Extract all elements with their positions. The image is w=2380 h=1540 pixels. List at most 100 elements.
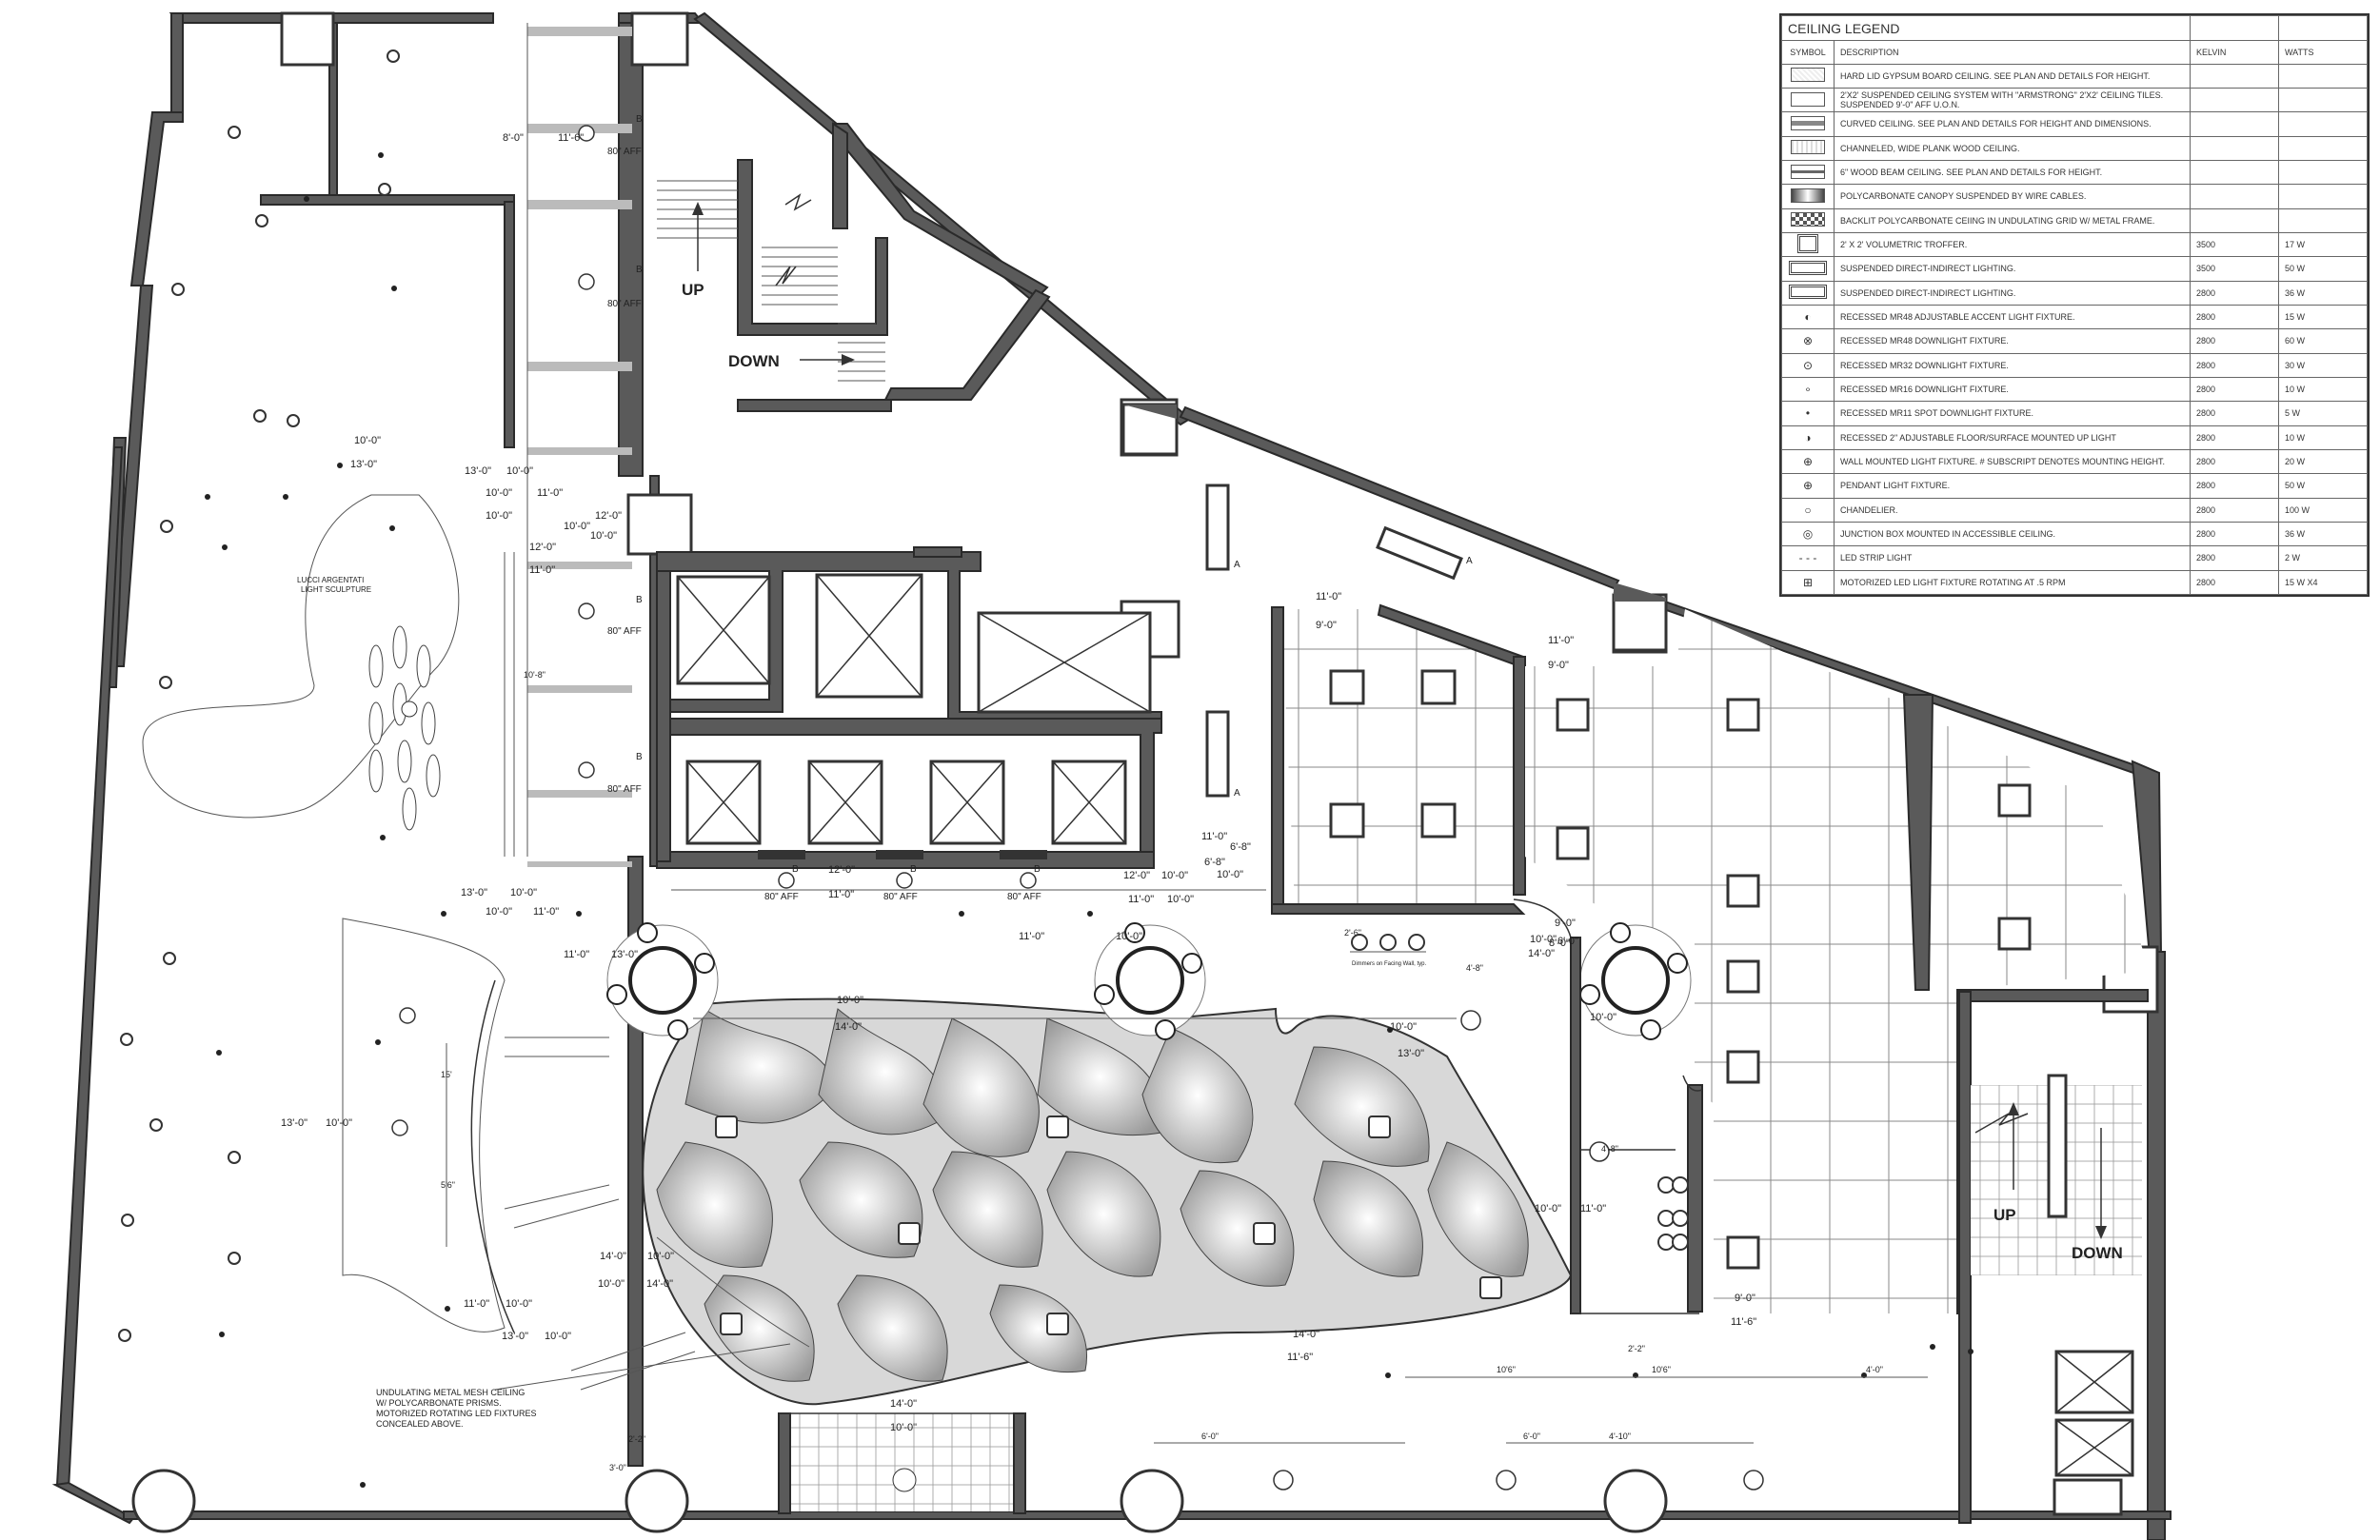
legend-kelvin: 3500 [2190,231,2279,258]
legend-row: HARD LID GYPSUM BOARD CEILING. SEE PLAN … [1781,63,2368,89]
legend-kelvin [2190,135,2279,161]
sculpture-label-1: LUCCI ARGENTATI [297,576,364,584]
svg-text:9'-0": 9'-0" [1316,620,1337,631]
legend-glyph-icon: ○ [1804,503,1812,517]
mesh-note-leader [494,1343,791,1391]
legend-glyph-icon: ⊕ [1802,479,1814,493]
undulating-mesh-ceiling [642,997,1573,1406]
legend-col-kelvin: KELVIN [2190,40,2279,65]
legend-watts: 36 W [2278,280,2368,306]
legend-watts: 20 W [2278,448,2368,475]
legend-watts [2278,111,2368,137]
legend-watts: 5 W [2278,401,2368,426]
legend-table: CEILING LEGEND SYMBOL DESCRIPTION KELVIN… [1781,14,2368,596]
svg-text:11'-0": 11'-0" [1019,931,1044,942]
legend-watts: 10 W [2278,376,2368,403]
legend-kelvin: 2800 [2190,376,2279,403]
aff-labels: 80" AFF 80" AFF 80" AFF 80" AFF 80" AFF … [607,147,1041,902]
svg-text:10'-0": 10'-0" [1530,934,1557,945]
legend-watts: 60 W [2278,328,2368,354]
svg-text:80" AFF: 80" AFF [1007,892,1041,902]
svg-text:13'-0": 13'-0" [281,1117,307,1129]
svg-text:9'-0": 9'-0" [1735,1293,1755,1304]
svg-text:13'-0": 13'-0" [350,459,377,470]
legend-description: CHANDELIER. [1834,497,2191,523]
svg-text:10'-0": 10'-0" [1390,1021,1417,1033]
svg-text:10'-0": 10'-0" [1116,931,1142,942]
svg-text:13'-0": 13'-0" [461,887,487,898]
legend-header-row: SYMBOL DESCRIPTION KELVIN WATTS [1781,40,2368,65]
legend-title-row: CEILING LEGEND [1781,14,2368,42]
curved-ceiling-band [342,918,696,1391]
tile-ceiling-large [1525,609,2150,1314]
legend-row: ⊞MOTORIZED LED LIGHT FIXTURE ROTATING AT… [1781,569,2368,596]
legend-description: 6" WOOD BEAM CEILING. SEE PLAN AND DETAI… [1834,159,2191,186]
dimmer-note: Dimmers on Facing Wall, typ. [1352,961,1426,967]
svg-text:80" AFF: 80" AFF [883,892,918,902]
downlight-fixtures [118,49,400,1342]
legend-kelvin: 2800 [2190,352,2279,378]
svg-text:B: B [636,265,643,275]
sculpture-label-2: LIGHT SCULPTURE [301,585,371,594]
svg-text:11'-0": 11'-0" [564,949,589,960]
svg-text:11'-6": 11'-6" [1731,1316,1756,1328]
legend-glyph-icon: ⊙ [1802,358,1814,372]
legend-row: 2'X2' SUSPENDED CEILING SYSTEM WITH "ARM… [1781,87,2368,113]
stair-lower [1958,991,2142,1524]
svg-text:10'-0": 10'-0" [326,1117,352,1129]
svg-text:4'-8": 4'-8" [1601,1144,1618,1154]
svg-text:2'-6": 2'-6" [1344,928,1361,938]
svg-text:10'-0": 10'-0" [598,1278,625,1290]
svg-text:13'-0": 13'-0" [611,949,638,960]
svg-text:10'-0": 10'-0" [486,906,512,918]
svg-text:11'-0": 11'-0" [1580,1203,1606,1214]
svg-text:10'-0": 10'-0" [1535,1203,1561,1214]
svg-text:10'-0": 10'-0" [486,510,512,522]
svg-text:14'-0": 14'-0" [646,1278,673,1290]
legend-description: RECESSED MR16 DOWNLIGHT FIXTURE. [1834,376,2191,403]
svg-text:A: A [1234,560,1240,570]
svg-text:6'-8": 6'-8" [1204,857,1225,868]
elevator-core [656,546,1162,869]
svg-text:10'-0": 10'-0" [354,435,381,446]
svg-text:B: B [636,595,643,605]
fixture-tags: A A A B B B B B B B [636,114,1473,875]
legend-row: ⊕WALL MOUNTED LIGHT FIXTURE. # SUBSCRIPT… [1781,448,2368,475]
svg-text:9'-0": 9'-0" [1548,660,1569,671]
plank-ceiling-strips [504,23,632,867]
legend-description: BACKLIT POLYCARBONATE CEIING IN UNDULATI… [1834,207,2191,233]
svg-text:80" AFF: 80" AFF [607,784,642,795]
legend-watts: 100 W [2278,497,2368,523]
spot-fixtures [205,152,1973,1488]
legend-symbol: ⊞ [1781,569,1835,596]
legend-swatch-icon [1791,212,1825,227]
svg-text:11'-0": 11'-0" [1201,831,1227,842]
svg-text:4'-8": 4'-8" [1466,963,1483,973]
legend-glyph-icon: ◐ [1804,310,1812,325]
legend-symbol: - - - [1781,545,1835,571]
svg-text:10'-0": 10'-0" [1217,869,1243,880]
legend-watts [2278,63,2368,89]
svg-text:6'-0": 6'-0" [1557,936,1578,947]
legend-watts: 17 W [2278,231,2368,258]
legend-watts: 2 W [2278,545,2368,571]
legend-description: RECESSED MR48 DOWNLIGHT FIXTURE. [1834,328,2191,354]
svg-text:10'-8": 10'-8" [524,670,545,680]
svg-text:10'-0": 10'-0" [506,465,533,477]
legend-description: RECESSED MR48 ADJUSTABLE ACCENT LIGHT FI… [1834,304,2191,330]
legend-swatch-icon [1791,188,1825,203]
legend-symbol: ◑ [1781,424,1835,450]
legend-symbol [1781,231,1835,258]
svg-text:2'-2": 2'-2" [1628,1344,1645,1353]
legend-kelvin: 2800 [2190,424,2279,450]
legend-title: CEILING LEGEND [1781,14,2191,42]
svg-text:B: B [636,114,643,125]
svg-text:5'6": 5'6" [441,1180,455,1190]
legend-swatch-icon [1797,234,1818,254]
legend-description: SUSPENDED DIRECT-INDIRECT LIGHTING. [1834,256,2191,282]
legend-row: •RECESSED MR11 SPOT DOWNLIGHT FIXTURE.28… [1781,401,2368,426]
legend-glyph-icon: • [1805,406,1811,421]
svg-text:11'-0": 11'-0" [1316,591,1341,602]
